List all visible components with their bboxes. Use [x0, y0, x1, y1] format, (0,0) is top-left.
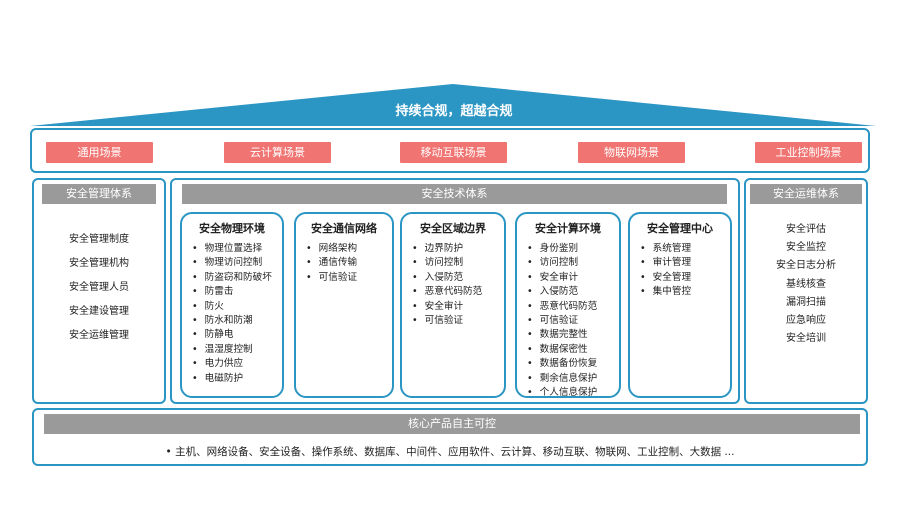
- group-item: 个人信息保护: [527, 386, 619, 400]
- group-list: 边界防护 访问控制 入侵防范 恶意代码防范 安全审计 可信验证: [402, 242, 504, 328]
- operations-item: 基线核查: [786, 278, 826, 290]
- group-item: 数据备份恢复: [527, 357, 619, 371]
- management-title: 安全管理体系: [42, 184, 156, 204]
- group-item: 可信验证: [412, 314, 504, 328]
- operations-item: 安全评估: [786, 224, 826, 235]
- scenario-iot: 物联网场景: [578, 142, 685, 163]
- scenario-cloud: 云计算场景: [224, 142, 331, 163]
- group-item: 审计管理: [640, 256, 730, 270]
- group-item: 可信验证: [306, 271, 392, 285]
- group-boundary: 安全区域边界 边界防护 访问控制 入侵防范 恶意代码防范 安全审计 可信验证: [400, 212, 506, 398]
- core-text: • 主机、网络设备、安全设备、操作系统、数据库、中间件、应用软件、云计算、移动互…: [165, 446, 735, 458]
- group-item: 温湿度控制: [192, 343, 282, 357]
- group-item: 入侵防范: [527, 285, 619, 299]
- operations-title: 安全运维体系: [750, 184, 862, 204]
- scenario-general: 通用场景: [46, 142, 153, 163]
- group-title: 安全计算环境: [535, 222, 601, 235]
- group-center: 安全管理中心 系统管理 审计管理 安全管理 集中管控: [628, 212, 732, 398]
- group-item: 访问控制: [527, 256, 619, 270]
- group-list: 身份鉴别 访问控制 安全审计 入侵防范 恶意代码防范 可信验证 数据完整性 数据…: [517, 242, 619, 400]
- group-item: 安全审计: [412, 300, 504, 314]
- group-physical: 安全物理环境 物理位置选择 物理访问控制 防盗窃和防破坏 防雷击 防火 防水和防…: [180, 212, 284, 398]
- management-item: 安全管理人员: [69, 282, 129, 293]
- group-title: 安全物理环境: [199, 222, 265, 235]
- group-title: 安全通信网络: [311, 222, 377, 235]
- management-list: 安全管理制度 安全管理机构 安全管理人员 安全建设管理 安全运维管理: [38, 228, 160, 348]
- management-item: 安全管理制度: [69, 234, 129, 245]
- group-item: 物理访问控制: [192, 256, 282, 270]
- group-item: 剩余信息保护: [527, 372, 619, 386]
- operations-panel: [744, 178, 868, 404]
- group-item: 系统管理: [640, 242, 730, 256]
- group-item: 防水和防潮: [192, 314, 282, 328]
- roof-title: 持续合规，超越合规: [395, 104, 513, 119]
- operations-list: 安全评估 安全监控 安全日志分析 基线核查 漏洞扫描 应急响应 安全培训: [746, 221, 866, 348]
- group-item: 防盗窃和防破坏: [192, 271, 282, 285]
- group-item: 数据保密性: [527, 343, 619, 357]
- management-item: 安全管理机构: [69, 258, 129, 269]
- group-item: 电力供应: [192, 357, 282, 371]
- group-item: 边界防护: [412, 242, 504, 256]
- group-item: 恶意代码防范: [412, 285, 504, 299]
- group-item: 安全审计: [527, 271, 619, 285]
- operations-item: 漏洞扫描: [786, 296, 826, 308]
- group-item: 恶意代码防范: [527, 300, 619, 314]
- management-item: 安全建设管理: [69, 306, 129, 317]
- technology-title: 安全技术体系: [182, 184, 727, 204]
- group-item: 集中管控: [640, 285, 730, 299]
- group-item: 身份鉴别: [527, 242, 619, 256]
- group-item: 物理位置选择: [192, 242, 282, 256]
- scenario-industrial: 工业控制场景: [755, 142, 862, 163]
- operations-item: 应急响应: [786, 315, 826, 327]
- group-item: 防雷击: [192, 285, 282, 299]
- group-item: 防火: [192, 300, 282, 314]
- group-title: 安全管理中心: [647, 222, 713, 235]
- group-item: 安全管理: [640, 271, 730, 285]
- group-item: 通信传输: [306, 256, 392, 270]
- management-panel: [32, 178, 166, 404]
- group-item: 入侵防范: [412, 271, 504, 285]
- operations-item: 安全监控: [786, 242, 826, 254]
- operations-item: 安全日志分析: [776, 260, 836, 272]
- group-compute: 安全计算环境 身份鉴别 访问控制 安全审计 入侵防范 恶意代码防范 可信验证 数…: [515, 212, 621, 398]
- core-title: 核心产品自主可控: [44, 414, 860, 434]
- roof-banner: [30, 84, 876, 126]
- group-list: 网络架构 通信传输 可信验证: [296, 242, 392, 285]
- group-title: 安全区域边界: [420, 222, 486, 235]
- operations-item: 安全培训: [786, 333, 826, 345]
- group-item: 网络架构: [306, 242, 392, 256]
- group-item: 可信验证: [527, 314, 619, 328]
- management-item: 安全运维管理: [69, 330, 129, 341]
- group-item: 数据完整性: [527, 328, 619, 342]
- group-list: 物理位置选择 物理访问控制 防盗窃和防破坏 防雷击 防火 防水和防潮 防静电 温…: [182, 242, 282, 386]
- group-item: 防静电: [192, 328, 282, 342]
- group-item: 访问控制: [412, 256, 504, 270]
- scenario-mobile: 移动互联场景: [400, 142, 507, 163]
- group-network: 安全通信网络 网络架构 通信传输 可信验证: [294, 212, 394, 398]
- group-item: 电磁防护: [192, 372, 282, 386]
- group-list: 系统管理 审计管理 安全管理 集中管控: [630, 242, 730, 300]
